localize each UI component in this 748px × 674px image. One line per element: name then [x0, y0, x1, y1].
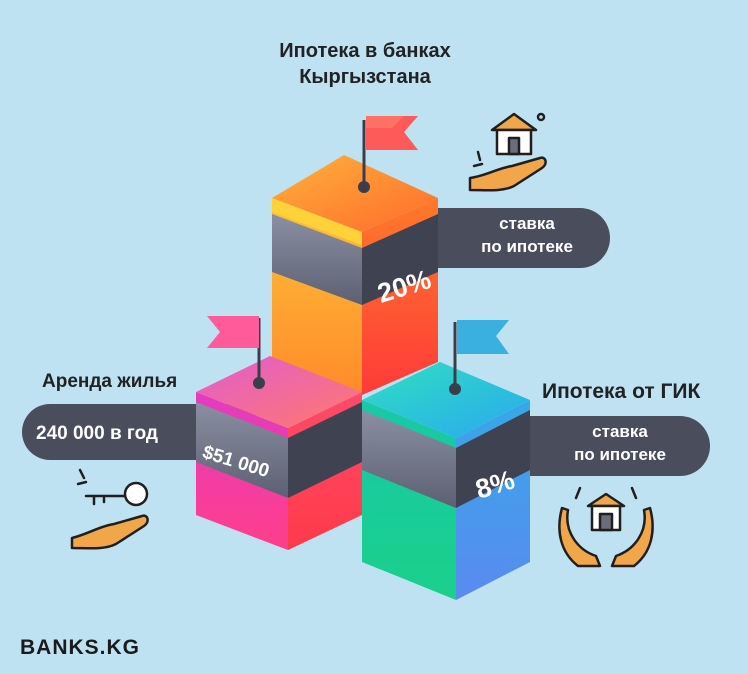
page-title: Ипотека в банках Кыргызстана: [240, 38, 490, 90]
house-in-hand-icon: [468, 112, 547, 192]
key-in-hand-icon: [70, 468, 149, 550]
bank-rate-caption: ставка по ипотеке: [452, 212, 602, 258]
flag-icon: [449, 320, 509, 395]
bank-mortgage-block: [272, 155, 438, 395]
rent-label: Аренда жилья: [42, 371, 178, 392]
gik-mortgage-block: [362, 362, 530, 600]
title-line-1: Ипотека в банках: [279, 40, 451, 62]
gik-rate-caption-line-2: по ипотеке: [574, 445, 666, 464]
flag-icon: [207, 316, 265, 389]
house-in-hands-icon: [558, 486, 654, 568]
title-line-2: Кыргызстана: [299, 66, 431, 88]
gik-rate-pill: [500, 416, 710, 476]
bank-rate-pill: [400, 208, 610, 268]
brand-logo: BANKS.KG: [20, 636, 141, 659]
gik-rate-caption: ставка по ипотеке: [545, 420, 695, 466]
bank-rate-caption-line-2: по ипотеке: [481, 237, 573, 256]
gik-rate-caption-line-1: ставка: [592, 422, 648, 441]
flag-icon: [358, 116, 418, 193]
bank-rate-caption-line-1: ставка: [499, 214, 555, 233]
rent-amount: 240 000 в год: [36, 423, 158, 444]
rent-block: [196, 356, 362, 550]
gik-label: Ипотека от ГИК: [542, 380, 701, 403]
